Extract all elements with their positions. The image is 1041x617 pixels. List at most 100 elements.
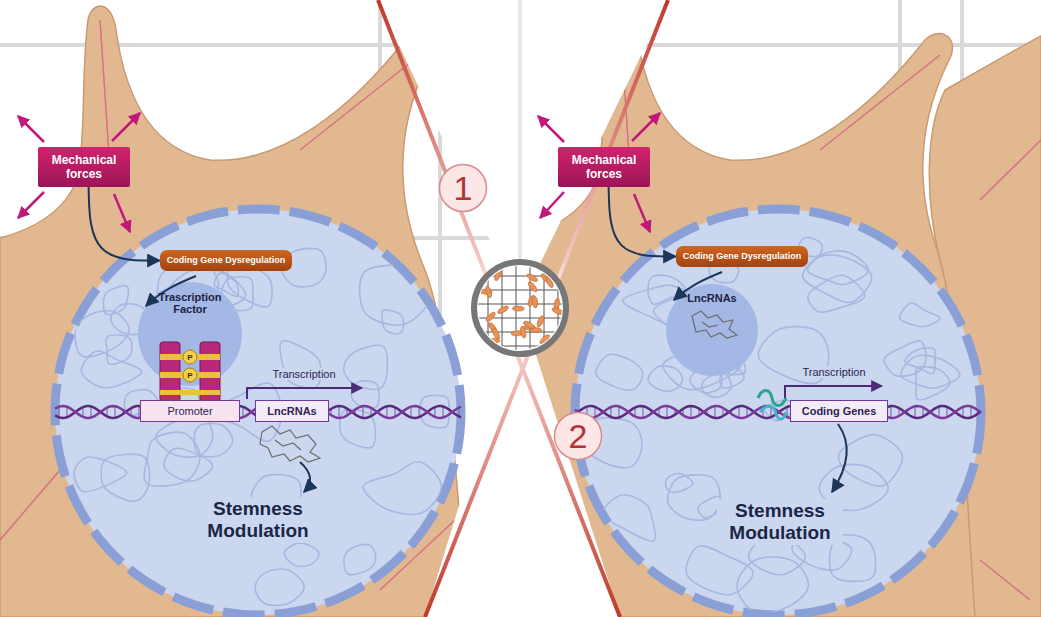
- force-arrow: [634, 194, 650, 232]
- circle-outline: [555, 413, 602, 460]
- dish-cell: [497, 305, 510, 315]
- helix-rung: [386, 406, 387, 417]
- cell-body: [0, 6, 470, 617]
- force-box: Mechanical forces: [558, 147, 650, 187]
- helix-rung: [66, 407, 67, 417]
- helix-rung: [714, 406, 715, 418]
- dish-cell: [539, 333, 551, 345]
- helix-rung: [890, 406, 891, 418]
- callout-number: 1: [454, 169, 473, 208]
- process-label: Transcription: [269, 368, 338, 380]
- chromatin-loop: [602, 495, 655, 542]
- chromatin-loop: [74, 457, 127, 492]
- phosphate-label: P: [187, 353, 192, 362]
- molecule-outline: [692, 311, 737, 338]
- outcome-label: Stemness Modulation: [195, 497, 321, 543]
- phosphate-dot: [183, 368, 197, 382]
- helix-rung: [666, 406, 667, 418]
- dish-grid: [472, 262, 568, 263]
- chromatin-loop: [351, 381, 379, 408]
- step-circle: 1: [438, 163, 488, 213]
- molecule-bond: [702, 322, 718, 327]
- dish-cell: [545, 276, 555, 289]
- ribbon-strand: [760, 406, 786, 419]
- dish-cell: [551, 306, 564, 315]
- helix-rung: [642, 406, 643, 418]
- process-label: Transcription: [799, 366, 868, 378]
- chromatin-loop: [382, 310, 404, 334]
- grid-line: [518, 0, 522, 260]
- chromatin-loop: [363, 462, 441, 515]
- connector-arrow: [89, 187, 160, 261]
- ribbon-strand: [758, 391, 786, 406]
- lncrna-molecule: [260, 311, 737, 462]
- box-label: Promoter: [167, 405, 212, 417]
- force-arrow: [18, 192, 44, 218]
- box-label: Coding Genes: [802, 405, 877, 417]
- force-arrow: [112, 113, 140, 141]
- chromatin-loop: [916, 367, 950, 400]
- chromatin-loop: [884, 341, 926, 376]
- helix-rung: [90, 406, 91, 417]
- dna-helix: [55, 406, 981, 418]
- chromatin-loop: [900, 303, 940, 327]
- molecule-bond: [275, 440, 301, 450]
- chromatin: [74, 248, 449, 605]
- phosphate-dot: [183, 350, 197, 364]
- dish-grid: [472, 276, 568, 277]
- pathway-arrow: [832, 424, 847, 492]
- helix-rung: [690, 406, 691, 418]
- lncrna-halo: [666, 284, 758, 376]
- chromatin-loop: [360, 265, 430, 325]
- box-label: Mechanical forces: [562, 153, 646, 181]
- chromatin-loop: [255, 569, 304, 606]
- transcription-arrow: [785, 386, 882, 398]
- promoter-box: Promoter: [140, 400, 240, 422]
- chromatin: [586, 237, 960, 613]
- gene-box: Coding Genes: [790, 400, 888, 422]
- chromatin-loop: [344, 544, 376, 574]
- chromatin-loop: [103, 286, 128, 315]
- box-label: Coding Gene Dysregulation: [167, 255, 286, 266]
- transcription-arrow: [247, 388, 362, 399]
- dish-content: [472, 260, 568, 356]
- box-label: Coding Gene Dysregulation: [683, 251, 802, 262]
- dish-cell: [491, 327, 501, 340]
- chromatin-loop: [194, 423, 232, 456]
- outcome-label: Stemness Modulation: [717, 499, 843, 545]
- chromatin-loop: [838, 435, 902, 487]
- chromatin-loop: [284, 543, 319, 567]
- force-arrows: [18, 113, 660, 232]
- dish-cell: [482, 339, 488, 351]
- molecule-label: LncRNAs: [687, 292, 737, 304]
- dysregulation-box: Coding Gene Dysregulation: [160, 250, 293, 271]
- protein-band: [160, 390, 220, 395]
- helix-rung: [362, 406, 363, 418]
- dish-cell: [485, 285, 493, 298]
- nucleus: [575, 209, 981, 615]
- force-arrow: [114, 194, 130, 232]
- chromatin-loop: [668, 475, 721, 520]
- dish-cell: [519, 326, 526, 339]
- chromatin-loop: [106, 335, 132, 364]
- helix-rung: [914, 406, 915, 417]
- dish-cell: [532, 296, 538, 308]
- fiber-line: [980, 560, 1030, 600]
- factor-halo: [138, 282, 242, 386]
- chromatin-loop: [344, 345, 388, 389]
- helix-rung: [618, 406, 619, 417]
- chromatin-loop: [596, 354, 643, 390]
- dish-grid: [488, 260, 489, 356]
- dish-cell: [493, 269, 502, 282]
- dish-cell: [512, 306, 524, 311]
- helix-rung: [58, 407, 59, 418]
- chromatin-loop: [686, 546, 753, 595]
- helix-rung: [970, 407, 971, 418]
- callout-number: 2: [569, 417, 588, 456]
- dish-grid: [472, 304, 568, 305]
- force-arrow: [540, 192, 564, 218]
- phosphate-label: P: [187, 371, 192, 380]
